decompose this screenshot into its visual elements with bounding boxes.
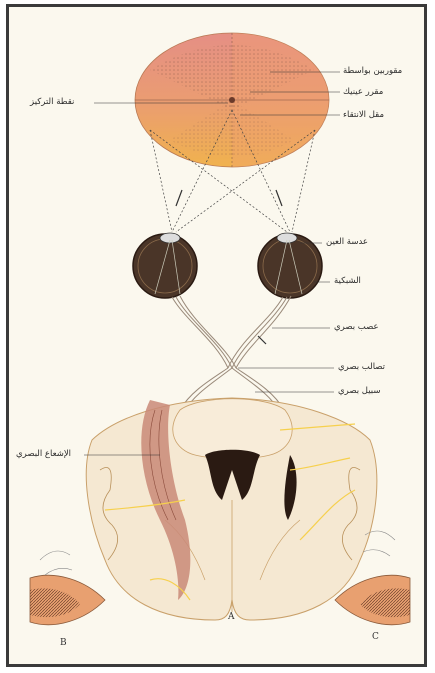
label-fixation-point: نقطة التركيز: [30, 97, 74, 107]
left-eye: [133, 233, 197, 298]
label-right-field: مقوربين بواسطة: [343, 66, 402, 76]
label-eye-lens: عدسة العين: [326, 237, 368, 247]
label-cross-zone: مقل الانتقاء: [343, 110, 384, 120]
fixation-point-marker: [229, 97, 235, 103]
letter-b: B: [60, 638, 67, 648]
label-retina: الشبكية: [334, 276, 361, 286]
label-optic-chiasm: تصالب بصري: [338, 362, 385, 372]
label-both-eyes: مقرر عينيك: [343, 87, 383, 97]
inset-b-occipital: [30, 551, 105, 625]
label-optic-tract: سبيل بصري: [338, 386, 380, 396]
letter-c: C: [372, 632, 379, 642]
arrow-left: [176, 190, 182, 206]
label-optic-nerve: عصب بصري: [334, 322, 379, 332]
label-optic-radiation: الإشعاع البصري: [16, 449, 71, 459]
arrow-right: [276, 190, 282, 206]
nerve-arrow: [258, 336, 266, 344]
visual-field: [135, 33, 329, 167]
brain-section: [86, 398, 377, 620]
optic-nerves: [172, 296, 291, 412]
letter-a: A: [228, 612, 235, 622]
